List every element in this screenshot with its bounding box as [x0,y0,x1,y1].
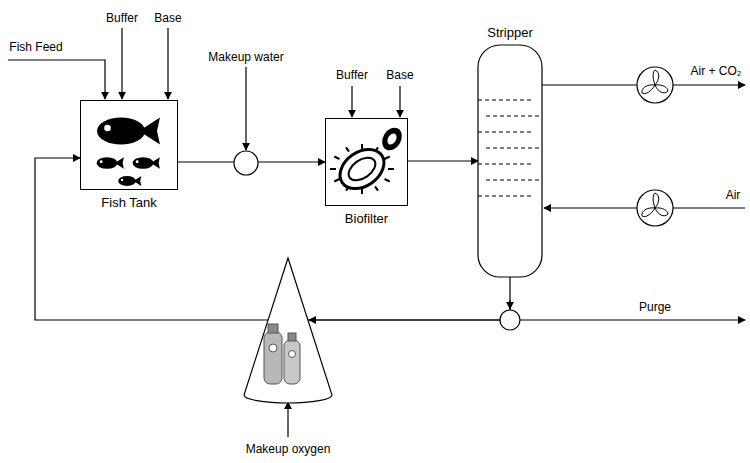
flow-connector [35,158,510,320]
feed-line [8,60,105,99]
tray-line [478,164,534,165]
node-shape [326,119,407,205]
stripper-column: Stripper [478,45,542,277]
bacteria-icon [330,124,406,197]
tray-line [478,196,534,197]
flow-arrow [309,319,500,320]
process-box: Fish Tank [80,100,178,190]
purge-line [520,319,745,320]
base-line [167,28,168,99]
stream-label: Air + CO₂ [690,64,743,78]
fish-icon [118,176,141,186]
makeup-water-line [245,67,246,150]
stream-label: Base [153,11,182,25]
tray-line [486,180,542,181]
base-line [399,86,400,117]
node-title: Fish Tank [101,195,156,210]
stream-label: Makeup water [207,50,284,64]
offgas-line [542,84,637,85]
blower-symbol [637,190,673,226]
stream-label: Makeup oxygen [245,442,332,456]
fish-icon [97,157,124,169]
blower-symbol [637,67,673,103]
stream-label: Buffer [335,68,369,82]
stream-label: Base [385,68,414,82]
offgas-line [673,84,745,85]
tray-line [486,116,542,117]
flow-arrow [509,300,510,309]
air-line [544,207,637,208]
stream-label: Fish Feed [8,40,63,54]
buffer-line [351,86,352,117]
oxygen-line [287,402,288,437]
fish-icon [133,157,160,169]
node-title: Stripper [487,25,533,40]
node-title: Biofilter [345,211,388,226]
oxygen-tanks [264,324,300,384]
tray-line [478,132,534,133]
process-box: Biofilter [325,118,408,206]
buffer-line [121,28,122,99]
node-shape [478,45,542,277]
mixer-circle [234,151,258,175]
splitter-circle [500,310,520,330]
stream-label: Purge [638,300,672,314]
tray-line [486,148,542,149]
air-line [673,207,745,208]
flow-connector [408,160,478,161]
oxygen-cone [244,258,332,403]
node-shape [81,101,177,189]
stream-label: Buffer [105,11,139,25]
tray-line [478,100,534,101]
stream-label: Air [725,188,742,202]
fish-icon [97,118,160,145]
